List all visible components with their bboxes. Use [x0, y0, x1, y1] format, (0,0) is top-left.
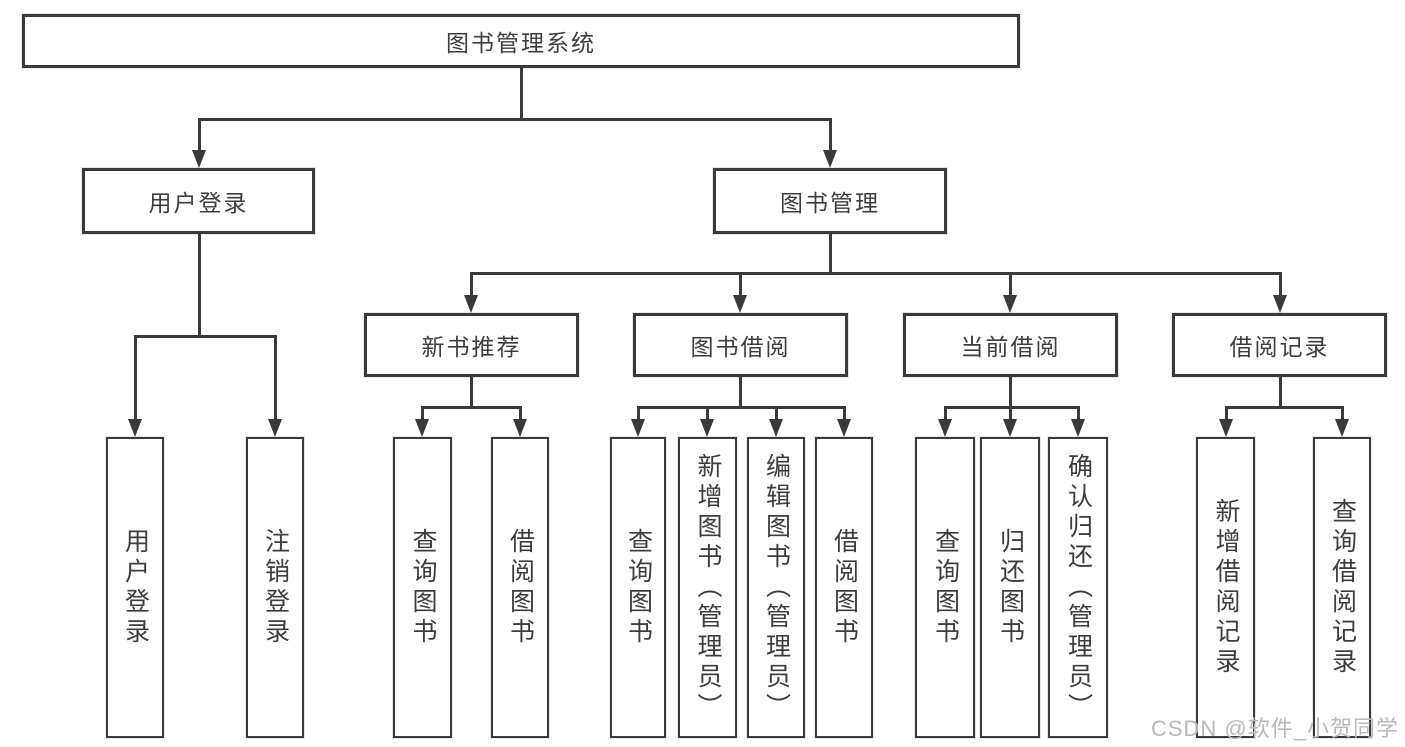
arrowhead-icon — [128, 419, 142, 437]
node-user-login: 用户登录 — [82, 168, 315, 234]
node-user-login-label: 用户登录 — [148, 190, 249, 216]
connector-line — [420, 406, 424, 421]
connector-line — [828, 234, 832, 272]
connector-line — [636, 406, 640, 421]
arrowhead-icon — [192, 150, 206, 168]
connector-line — [943, 406, 1080, 409]
connector-line — [133, 335, 137, 421]
leaf-borrow-book-label: 借阅图书 — [830, 527, 859, 648]
connector-line — [1224, 406, 1228, 421]
arrowhead-icon — [823, 150, 837, 168]
node-book-borrow: 图书借阅 — [633, 313, 848, 377]
leaf-confirm-return-admin-label: 确认归还（管理员） — [1064, 452, 1093, 723]
connector-line — [519, 68, 523, 118]
node-current-borrow-label: 当前借阅 — [960, 334, 1061, 360]
connector-line — [1340, 406, 1344, 421]
leaf-borrow-book: 借阅图书 — [815, 437, 873, 738]
arrowhead-icon — [837, 419, 851, 437]
node-new-book-recommend: 新书推荐 — [364, 313, 579, 377]
leaf-edit-book-admin-label: 编辑图书（管理员） — [762, 452, 791, 723]
leaf-current-query-book-label: 查询图书 — [931, 527, 960, 648]
connector-line — [705, 406, 709, 421]
arrowhead-icon — [268, 419, 282, 437]
leaf-add-borrow-record-label: 新增借阅记录 — [1212, 497, 1240, 678]
connector-line — [197, 118, 201, 152]
arrowhead-icon — [938, 419, 952, 437]
connector-line — [1224, 406, 1344, 409]
connector-line — [1076, 406, 1080, 421]
connector-line — [1278, 377, 1282, 406]
connector-line — [420, 406, 522, 409]
leaf-return-book-label: 归还图书 — [996, 527, 1025, 648]
leaf-recommend-borrow-book-label: 借阅图书 — [506, 527, 535, 648]
arrowhead-icon — [415, 419, 429, 437]
arrowhead-icon — [1071, 419, 1085, 437]
connector-line — [133, 335, 277, 338]
node-current-borrow: 当前借阅 — [903, 313, 1118, 377]
leaf-add-book-admin-label: 新增图书（管理员） — [694, 452, 722, 723]
connector-line — [739, 377, 742, 406]
node-new-book-recommend-label: 新书推荐 — [421, 334, 522, 360]
connector-line — [842, 406, 846, 421]
leaf-edit-book-admin: 编辑图书（管理员） — [747, 437, 805, 738]
connector-line — [197, 234, 201, 335]
connector-line — [636, 406, 846, 409]
leaf-borrow-query-book-label: 查询图书 — [624, 527, 653, 648]
leaf-confirm-return-admin: 确认归还（管理员） — [1048, 437, 1108, 738]
leaf-return-book: 归还图书 — [980, 437, 1040, 738]
connector-line — [774, 406, 778, 421]
connector-line — [197, 118, 832, 121]
leaf-current-query-book: 查询图书 — [915, 437, 975, 738]
leaf-user-login: 用户登录 — [106, 437, 164, 738]
connector-line — [518, 406, 522, 421]
arrowhead-icon — [631, 419, 645, 437]
arrowhead-icon — [733, 295, 747, 313]
arrowhead-icon — [1219, 419, 1233, 437]
node-root: 图书管理系统 — [22, 14, 1020, 68]
leaf-recommend-query-book: 查询图书 — [393, 437, 452, 738]
arrowhead-icon — [1273, 295, 1287, 313]
leaf-recommend-query-book-label: 查询图书 — [409, 527, 437, 648]
node-book-borrow-label: 图书借阅 — [690, 334, 791, 360]
leaf-query-borrow-record: 查询借阅记录 — [1313, 437, 1371, 738]
connector-line — [469, 272, 1282, 275]
arrowhead-icon — [464, 295, 478, 313]
node-book-management: 图书管理 — [713, 168, 947, 234]
connector-line — [738, 272, 742, 298]
node-borrow-record-label: 借阅记录 — [1229, 334, 1330, 360]
arrowhead-icon — [1003, 419, 1017, 437]
leaf-add-borrow-record: 新增借阅记录 — [1196, 437, 1255, 738]
arrowhead-icon — [1335, 419, 1349, 437]
arrowhead-icon — [513, 419, 527, 437]
connector-line — [828, 118, 832, 152]
csdn-watermark: CSDN @软件_小贺同学 — [1150, 716, 1399, 741]
connector-line — [1008, 406, 1012, 421]
leaf-query-borrow-record-label: 查询借阅记录 — [1328, 497, 1357, 678]
connector-line — [273, 335, 277, 421]
connector-line — [469, 272, 473, 298]
leaf-logout-label: 注销登录 — [261, 527, 290, 648]
connector-line — [470, 377, 473, 406]
connector-line — [1009, 377, 1012, 406]
arrowhead-icon — [769, 419, 783, 437]
connector-line — [1278, 272, 1282, 298]
arrowhead-icon — [700, 419, 714, 437]
node-book-management-label: 图书管理 — [780, 190, 880, 216]
node-root-label: 图书管理系统 — [446, 30, 596, 56]
leaf-recommend-borrow-book: 借阅图书 — [491, 437, 549, 738]
leaf-add-book-admin: 新增图书（管理员） — [678, 437, 737, 738]
leaf-logout: 注销登录 — [246, 437, 304, 738]
connector-line — [943, 406, 947, 421]
leaf-borrow-query-book: 查询图书 — [610, 437, 666, 738]
leaf-user-login-label: 用户登录 — [121, 527, 150, 648]
connector-line — [1008, 272, 1012, 298]
arrowhead-icon — [1003, 295, 1017, 313]
node-borrow-record: 借阅记录 — [1172, 313, 1387, 377]
